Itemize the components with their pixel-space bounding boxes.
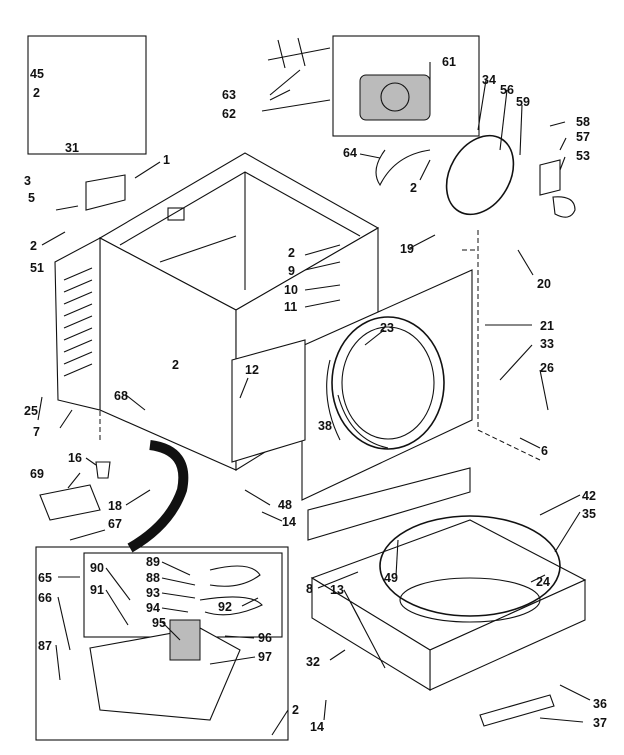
callout-14b: 14 [310, 720, 324, 734]
callout-8: 8 [306, 582, 313, 596]
callout-35: 35 [582, 507, 596, 521]
callout-67: 67 [108, 517, 122, 531]
callout-66: 66 [38, 591, 52, 605]
callout-57: 57 [576, 130, 590, 144]
callout-26: 26 [540, 361, 554, 375]
callout-1: 1 [163, 153, 170, 167]
callout-2: 2 [33, 86, 40, 100]
drum-ring [379, 515, 561, 617]
callout-21: 21 [540, 319, 554, 333]
callout-2e: 2 [172, 358, 179, 372]
callout-12: 12 [245, 363, 259, 377]
callout-9: 9 [288, 264, 295, 278]
callout-63: 63 [222, 88, 236, 102]
callout-2c: 2 [30, 239, 37, 253]
callout-61: 61 [442, 55, 456, 69]
callout-16: 16 [68, 451, 82, 465]
callout-59: 59 [516, 95, 530, 109]
callout-34: 34 [482, 73, 496, 87]
callout-62: 62 [222, 107, 236, 121]
callout-2f: 2 [292, 703, 299, 717]
callout-38: 38 [318, 419, 332, 433]
callout-65: 65 [38, 571, 52, 585]
callout-88: 88 [146, 571, 160, 585]
callout-49: 49 [384, 571, 398, 585]
callout-51: 51 [30, 261, 44, 275]
callout-96: 96 [258, 631, 272, 645]
callout-31: 31 [65, 141, 79, 155]
callout-3: 3 [24, 174, 31, 188]
callout-64: 64 [343, 146, 357, 160]
callout-7: 7 [33, 425, 40, 439]
callout-18: 18 [108, 499, 122, 513]
callout-13: 13 [330, 583, 344, 597]
callout-36: 36 [593, 697, 607, 711]
callout-89: 89 [146, 555, 160, 569]
callout-5: 5 [28, 191, 35, 205]
callout-2d: 2 [288, 246, 295, 260]
inset-box-motor [332, 35, 480, 137]
cabinet-base [310, 519, 587, 691]
inset-box-cord [27, 35, 147, 155]
toe-strip [479, 694, 555, 727]
callout-97: 97 [258, 650, 272, 664]
callout-11: 11 [284, 300, 297, 314]
callout-93: 93 [146, 586, 160, 600]
callout-69: 69 [30, 467, 44, 481]
callout-58: 58 [576, 115, 590, 129]
callout-91: 91 [90, 583, 104, 597]
callout-95: 95 [152, 616, 166, 630]
leader-lines [37, 62, 591, 736]
callout-45: 45 [30, 67, 44, 81]
callout-10: 10 [284, 283, 298, 297]
callout-32: 32 [306, 655, 320, 669]
callout-42: 42 [582, 489, 596, 503]
callout-33: 33 [540, 337, 554, 351]
callout-56: 56 [500, 83, 514, 97]
callout-6: 6 [541, 444, 548, 458]
callout-19: 19 [400, 242, 414, 256]
callout-2b: 2 [410, 181, 417, 195]
front-panel [301, 269, 473, 501]
callout-53: 53 [576, 149, 590, 163]
small-parts [39, 37, 576, 721]
callout-25: 25 [24, 404, 38, 418]
callout-87: 87 [38, 639, 52, 653]
callout-92: 92 [218, 600, 232, 614]
callout-20: 20 [537, 277, 551, 291]
callout-48: 48 [278, 498, 292, 512]
callout-37: 37 [593, 716, 607, 730]
callout-23: 23 [380, 321, 394, 335]
callout-24: 24 [536, 575, 550, 589]
callout-14: 14 [282, 515, 296, 529]
inset-box-controls [35, 546, 289, 741]
toe-panel [307, 467, 471, 541]
callout-94: 94 [146, 601, 160, 615]
callout-68: 68 [114, 389, 128, 403]
callout-90: 90 [90, 561, 104, 575]
callout-labels: 45 2 31 63 62 61 34 56 59 58 57 53 1 3 5… [24, 55, 607, 734]
wire-harness [127, 440, 189, 553]
